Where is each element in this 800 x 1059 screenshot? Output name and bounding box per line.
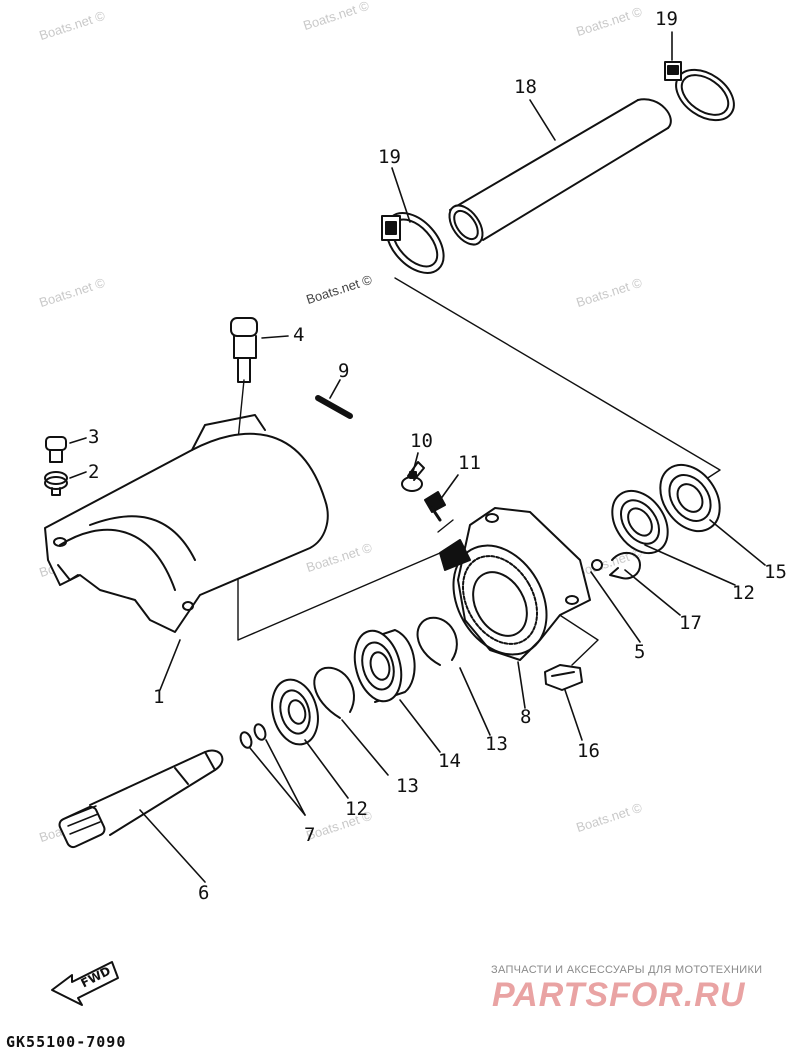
clip-17 [609, 551, 641, 580]
callout-5: 5 [634, 641, 646, 663]
pin-9 [315, 395, 353, 421]
callout-4: 4 [293, 324, 305, 346]
callout-1: 1 [153, 686, 165, 708]
leader-lines [69, 31, 766, 883]
callout-15: 15 [764, 561, 787, 583]
washer-2 [44, 471, 68, 496]
callout-8: 8 [520, 706, 532, 728]
callout-14: 14 [438, 750, 461, 772]
callout-12-left: 12 [345, 798, 368, 820]
callout-12-right: 12 [732, 582, 755, 604]
brand-logo: PARTSFOR.RU [492, 976, 746, 1014]
callout-17: 17 [679, 612, 702, 634]
clip-10 [401, 461, 425, 492]
bearing-14 [353, 629, 416, 703]
fitting-11 [424, 491, 446, 522]
callout-18: 18 [514, 76, 537, 98]
o-rings-7 [239, 723, 267, 749]
callout-3: 3 [88, 426, 100, 448]
seal-15 [659, 463, 721, 533]
fwd-arrow-icon [51, 961, 119, 1006]
diagram-code: GK55100-7090 [6, 1033, 127, 1051]
callout-6: 6 [198, 882, 210, 904]
callout-16: 16 [577, 740, 600, 762]
circlip-13-upper [416, 616, 458, 666]
seal-12-upper [611, 489, 669, 555]
bolt-3 [45, 436, 67, 463]
cover-1 [44, 414, 329, 633]
hose-clamp-upper [664, 61, 735, 122]
drive-shaft-6 [58, 749, 224, 849]
callout-11: 11 [458, 452, 481, 474]
hose-clamp-lower [381, 212, 445, 274]
callout-13-left: 13 [396, 775, 419, 797]
seal-12-lower [271, 678, 319, 746]
callout-7: 7 [304, 824, 316, 846]
ball-5 [591, 559, 603, 571]
circlip-13-lower [313, 666, 355, 719]
bolt-16 [544, 664, 583, 691]
callout-19-lower: 19 [378, 146, 401, 168]
callout-9: 9 [338, 360, 350, 382]
callout-19-upper: 19 [655, 8, 678, 30]
housing-8 [439, 507, 591, 661]
hose-tube [448, 98, 672, 246]
brand-tagline: ЗАПЧАСТИ И АКСЕССУАРЫ ДЛЯ МОТОТЕХНИКИ [491, 964, 763, 976]
callout-13-right: 13 [485, 733, 508, 755]
callout-2: 2 [88, 461, 100, 483]
bolt-4 [230, 317, 258, 383]
callout-10: 10 [410, 430, 433, 452]
